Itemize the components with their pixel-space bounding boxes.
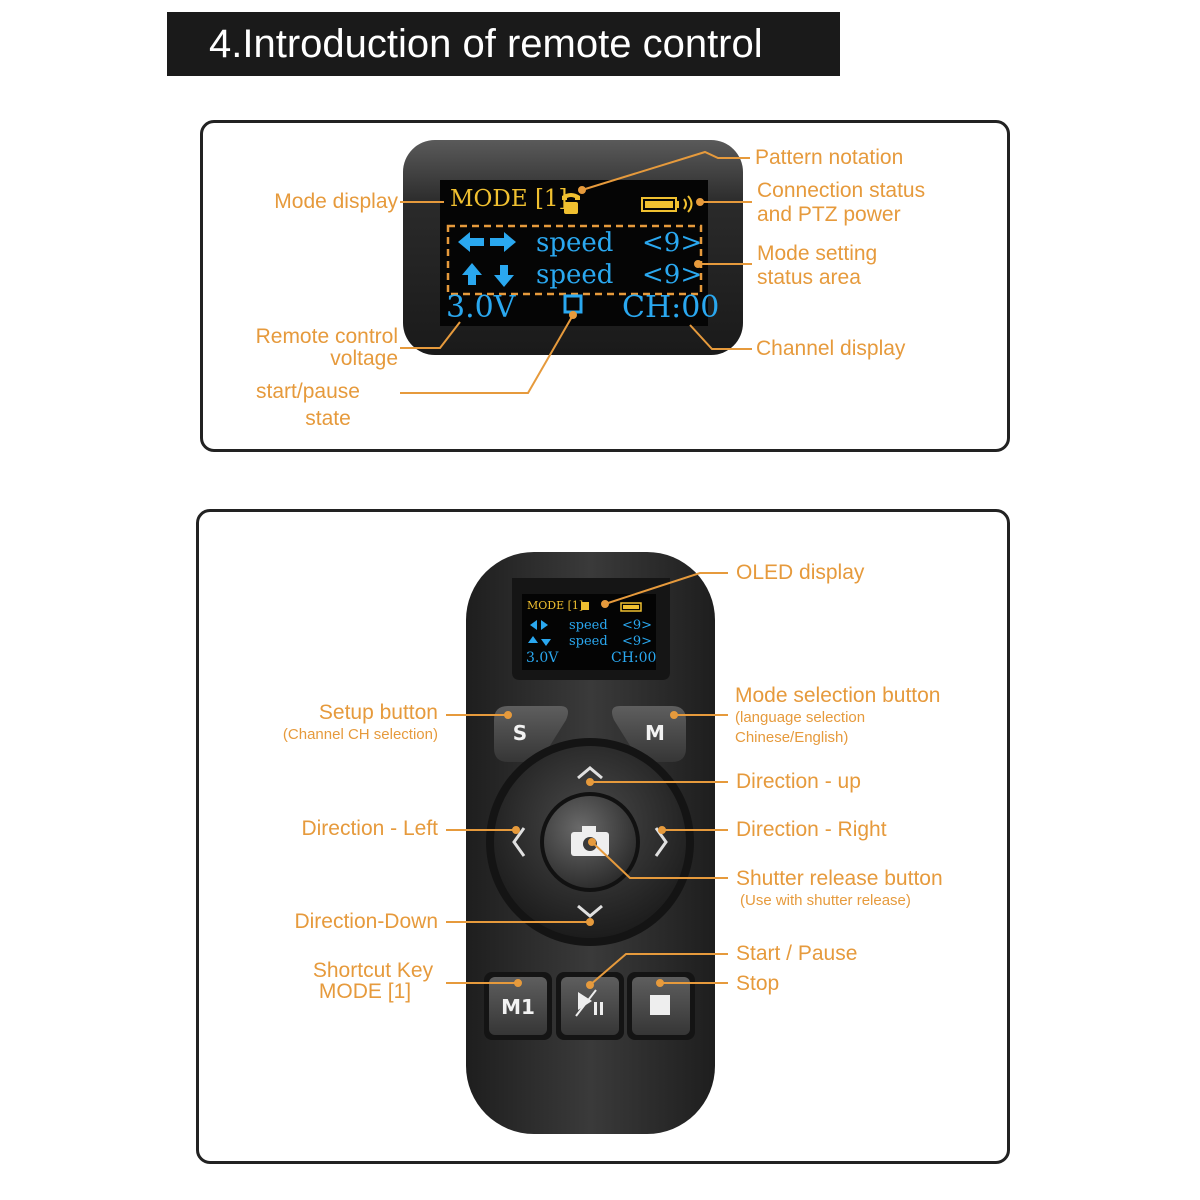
mode-button-label: M — [645, 721, 665, 745]
arrow-left-right-icon — [458, 232, 516, 252]
label-mode-selection-sub1: (language selection — [735, 709, 866, 726]
start-pause-button[interactable] — [556, 972, 624, 1040]
stop-button[interactable] — [627, 972, 695, 1040]
oled-voltage: 3.0V — [446, 290, 516, 325]
label-shutter: Shutter release button (Use with shutter… — [736, 867, 943, 911]
chevron-up-icon[interactable] — [577, 766, 603, 780]
shortcut-button-label: M1 — [501, 995, 535, 1019]
shortcut-m1-button[interactable]: M1 — [484, 972, 552, 1040]
label-connection-status-line1: Connection status — [757, 179, 926, 202]
small-oled-mode-text: MODE [1] — [527, 599, 584, 612]
small-oled-voltage: 3.0V — [526, 650, 559, 666]
oled-row2-value: <9> — [642, 260, 703, 290]
phone-icon — [562, 193, 580, 214]
label-shortcut-line2: MODE [1] — [318, 980, 412, 1003]
label-direction-right: Direction - Right — [736, 818, 887, 841]
signal-icon — [683, 195, 693, 213]
small-oled-channel: CH:00 — [611, 650, 657, 666]
small-oled-row1-value: <9> — [622, 618, 653, 633]
label-setup-button: Setup button (Channel CH selection) — [230, 701, 438, 745]
oled-row1-speed: speed — [536, 228, 614, 258]
setup-button[interactable]: S — [494, 706, 568, 762]
setup-button-label: S — [513, 721, 527, 745]
oled-screen-large — [403, 140, 743, 355]
label-connection-status-line2: and PTZ power — [757, 203, 901, 226]
mode-button[interactable]: M — [612, 706, 686, 762]
label-direction-left: Direction - Left — [301, 817, 438, 840]
label-remote-voltage: Remote control voltage — [210, 326, 398, 370]
label-start-pause-line1: start/pause — [256, 380, 360, 403]
label-mode-selection-sub2: Chinese/English) — [735, 729, 849, 746]
label-shortcut-key: Shortcut Key MODE [1] — [280, 960, 440, 1002]
label-start-pause: Start / Pause — [736, 942, 858, 965]
phone-icon — [581, 602, 589, 610]
chevron-left-icon[interactable] — [512, 827, 526, 857]
arrow-left-right-icon — [530, 620, 548, 630]
label-pattern-notation: Pattern notation — [755, 146, 904, 169]
small-oled-icons — [528, 602, 642, 646]
small-oled-row2-speed: speed — [569, 634, 608, 649]
label-mode-setting-line1: Mode setting — [757, 242, 878, 265]
label-stop: Stop — [736, 972, 780, 995]
small-oled-row2-value: <9> — [622, 634, 653, 649]
battery-icon — [620, 602, 642, 612]
label-start-pause-line2: state — [305, 407, 351, 430]
oled-channel: CH:00 — [622, 290, 720, 325]
label-shortcut-line1: Shortcut Key — [312, 959, 434, 982]
chevron-down-icon[interactable] — [577, 904, 603, 918]
label-direction-down: Direction-Down — [294, 910, 438, 933]
label-setup-button-sub: (Channel CH selection) — [282, 726, 438, 743]
label-mode-setting-line2: status area — [757, 266, 861, 289]
oled-row1-value: <9> — [642, 228, 703, 258]
label-oled-display: OLED display — [736, 561, 865, 584]
label-connection-status: Connection status and PTZ power — [757, 179, 925, 227]
arrow-up-down-icon — [528, 636, 551, 646]
label-setup-button-text: Setup button — [318, 701, 438, 724]
label-shutter-sub: (Use with shutter release) — [740, 892, 911, 909]
remote-leader-lines — [446, 572, 728, 989]
stop-square-icon — [650, 995, 670, 1015]
small-oled-row1-speed: speed — [569, 618, 608, 633]
oled-mode-text: MODE [1] — [450, 186, 568, 212]
label-mode-selection-text: Mode selection button — [735, 684, 941, 707]
label-shutter-text: Shutter release button — [736, 867, 943, 890]
arrow-up-down-icon — [462, 263, 514, 287]
label-direction-up: Direction - up — [736, 770, 861, 793]
label-channel-display: Channel display — [756, 337, 906, 360]
label-mode-setting: Mode setting status area — [757, 242, 877, 290]
oled-row2-speed: speed — [536, 260, 614, 290]
screen-leader-lines — [400, 150, 752, 394]
label-remote-voltage-line1: Remote control — [255, 325, 398, 348]
label-remote-voltage-line2: voltage — [330, 347, 398, 370]
label-start-pause-state: start/pause state — [248, 378, 368, 432]
label-mode-selection: Mode selection button (language selectio… — [735, 684, 940, 748]
battery-icon — [641, 197, 679, 212]
play-pause-icon — [575, 989, 603, 1017]
mode-setting-area-outline — [446, 224, 703, 296]
page-title: 4.Introduction of remote control — [167, 12, 840, 76]
label-mode-display: Mode display — [274, 190, 398, 213]
